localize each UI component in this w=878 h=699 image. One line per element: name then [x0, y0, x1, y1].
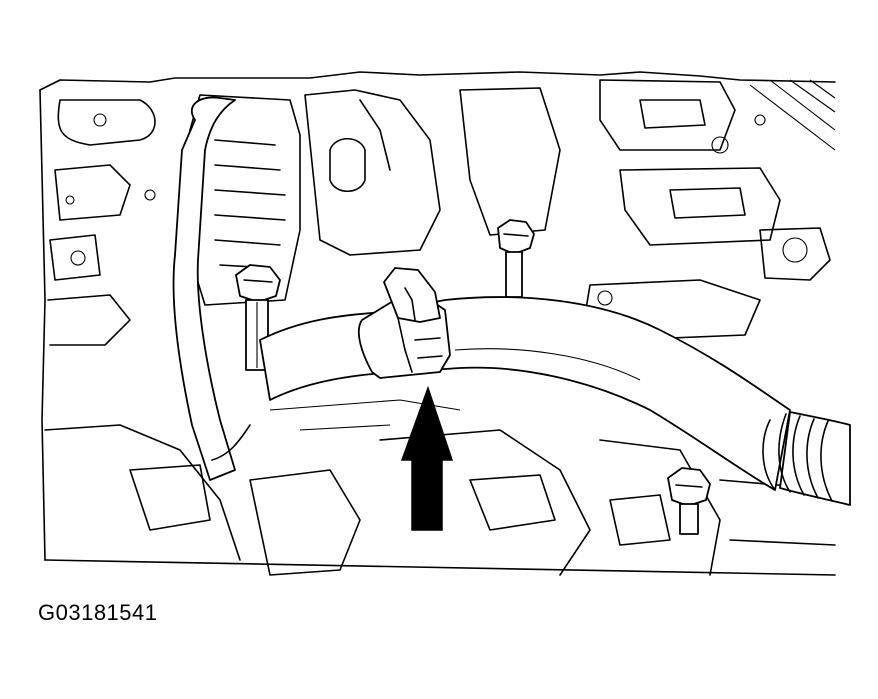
heater-hose — [259, 296, 791, 491]
figure-code: G03181541 — [38, 600, 158, 625]
hose-clamp — [358, 267, 451, 379]
callout-arrow — [400, 385, 454, 531]
mounting-bolt — [497, 219, 535, 298]
coolant-pipe-left — [172, 96, 251, 481]
mounting-bolt — [667, 467, 711, 535]
hose-connector — [762, 411, 851, 506]
component-illustration — [39, 71, 851, 576]
engine-block-casting — [39, 71, 836, 576]
